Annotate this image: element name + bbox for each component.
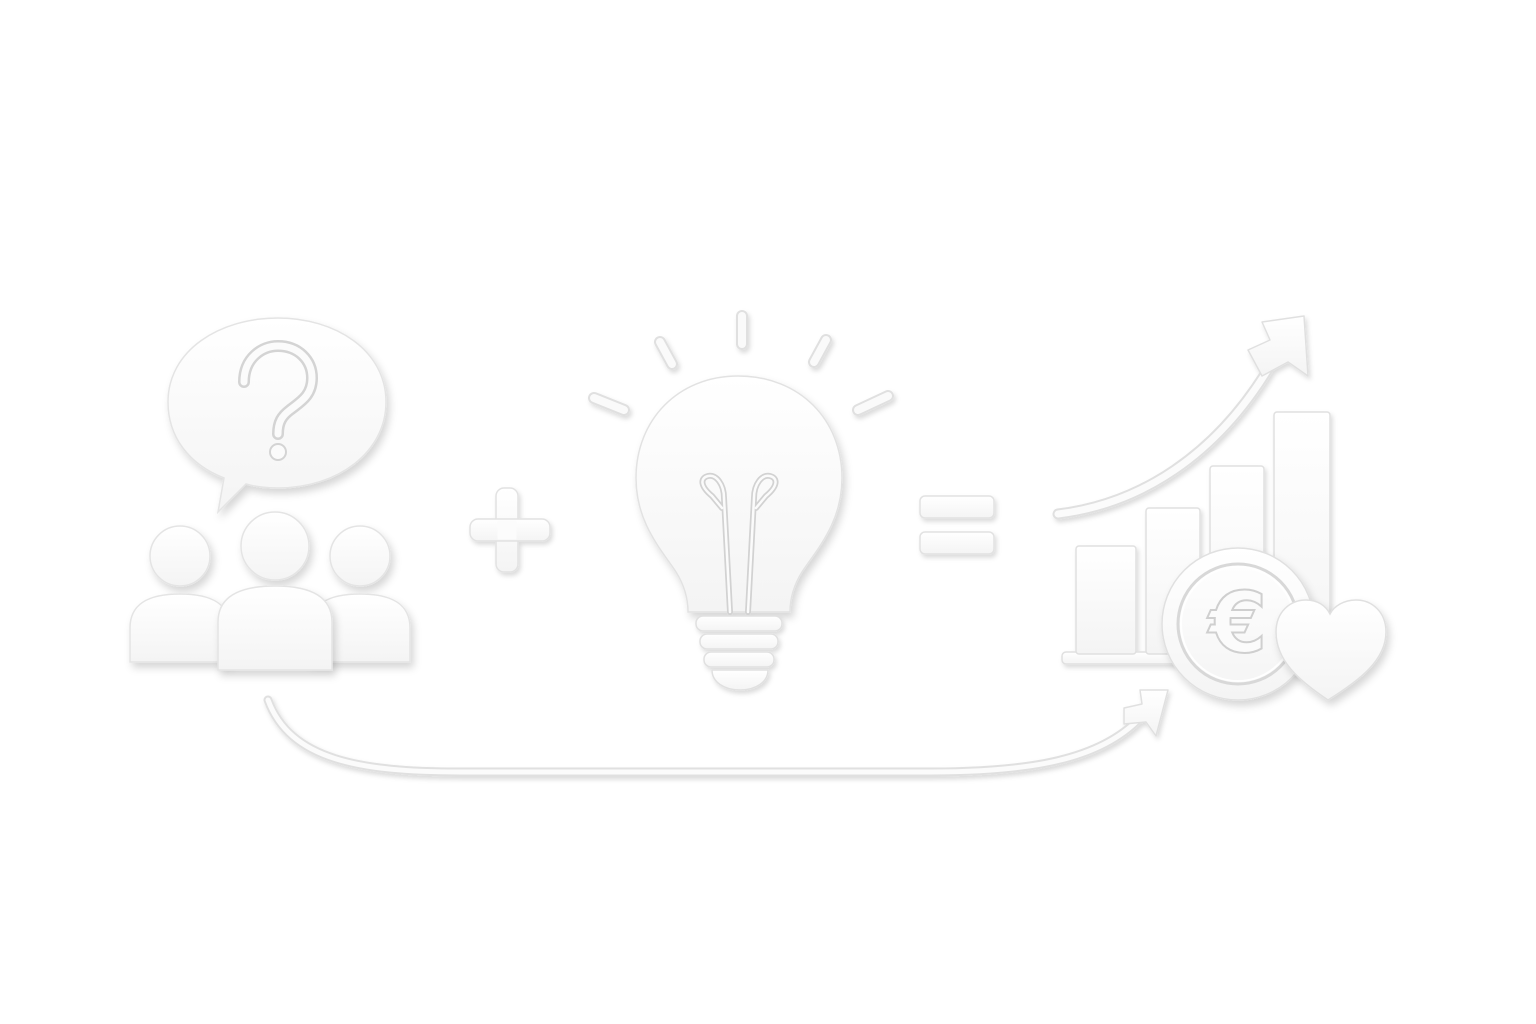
bulb-filament-icon	[699, 472, 779, 615]
bar-1	[1075, 545, 1137, 655]
person-left-icon	[129, 525, 231, 663]
question-speech-bubble-icon	[167, 317, 387, 515]
light-rays-icon	[588, 310, 894, 416]
trend-arrow-icon	[1052, 315, 1309, 520]
person-right-icon	[309, 525, 411, 663]
people-group-with-question-bubble-icon	[129, 317, 411, 671]
plus-sign-icon	[469, 487, 551, 573]
lightbulb-with-rays-icon	[588, 310, 894, 691]
euro-symbol: €	[1207, 574, 1267, 672]
bulb-base-icon	[695, 615, 783, 691]
bulb-glass-icon	[635, 375, 843, 615]
growth-bar-chart-with-trend-arrow-icon: €	[1052, 315, 1387, 701]
person-center-icon	[217, 511, 333, 671]
equals-sign-icon	[919, 495, 995, 555]
heart-icon	[1275, 599, 1387, 701]
curved-flow-arrow-icon	[263, 689, 1169, 777]
question-mark-icon	[238, 339, 319, 461]
